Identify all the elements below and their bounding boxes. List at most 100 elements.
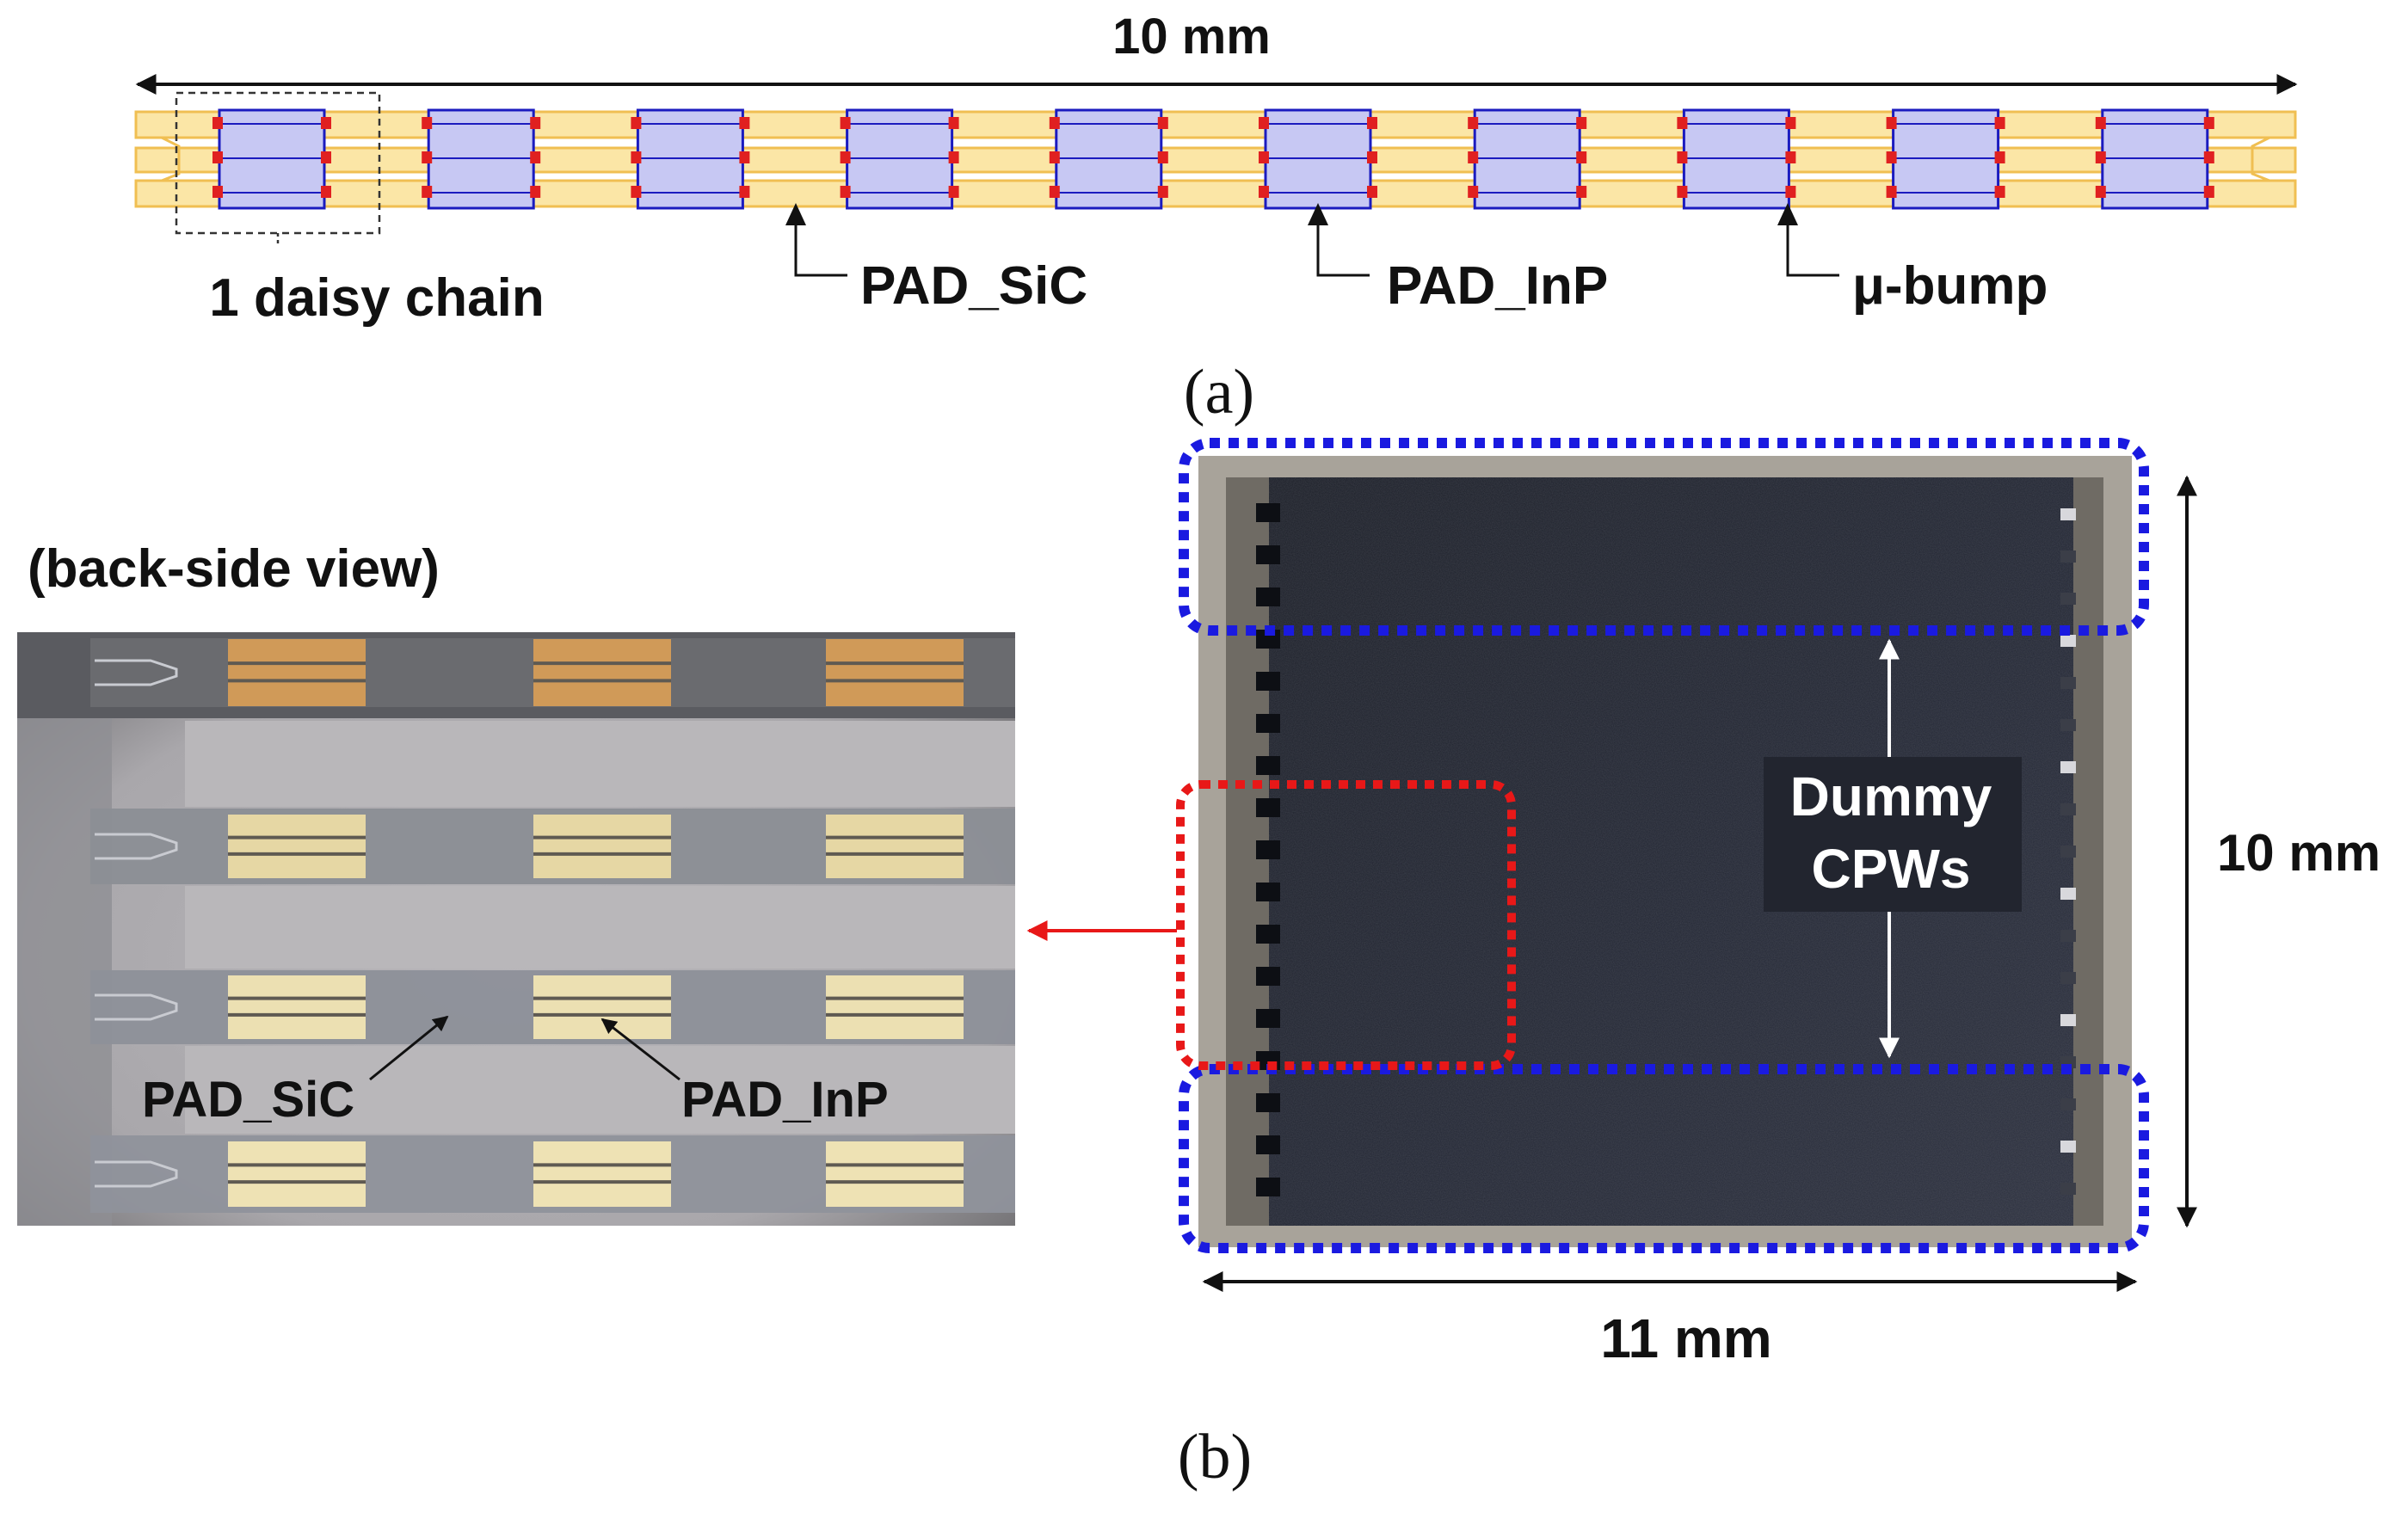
- back-side-view-label: (back-side view): [28, 539, 440, 599]
- photo-pad: [533, 975, 671, 1039]
- dummy-label-line1: Dummy: [1790, 766, 1992, 827]
- micro-bump: [1886, 117, 1897, 129]
- chip-right-edge-pad: [2060, 719, 2076, 731]
- micro-bump: [2203, 117, 2214, 129]
- panel-b-backside-photo: (back-side view) PAD_SiC PAD_InP: [17, 539, 1177, 1226]
- daisy-chain-strip: [134, 108, 2297, 210]
- daisy-chain-label: 1 daisy chain: [209, 268, 544, 328]
- micro-bump: [1576, 117, 1587, 129]
- micro-bump: [1677, 117, 1688, 129]
- chip-left-edge-pad: [1256, 545, 1280, 564]
- chip-right-edge-pad: [2060, 761, 2076, 773]
- dummy-label-line2: CPWs: [1812, 838, 1971, 900]
- photo-light-band: [185, 886, 1015, 969]
- micro-bump: [530, 186, 541, 198]
- width-label: 10 mm: [1112, 9, 1271, 65]
- micro-bump: [631, 186, 642, 198]
- chip-right-edge-pad: [2060, 1183, 2076, 1195]
- micro-bump: [1886, 151, 1897, 163]
- micro-bump: [1157, 151, 1168, 163]
- micro-bump: [1576, 186, 1587, 198]
- photo-feed-taper: [95, 1160, 178, 1188]
- micro-bump: [840, 151, 851, 163]
- micro-bump: [1576, 151, 1587, 163]
- micro-bump: [1367, 117, 1377, 129]
- chip-left-edge-pad: [1256, 840, 1280, 859]
- dummy-cpw-highlight-bottom: [1179, 1064, 2149, 1253]
- caption-b: (b): [1178, 1422, 1252, 1492]
- micro-bump: [1157, 186, 1168, 198]
- photo-pad-sic-label: PAD_SiC: [142, 1072, 354, 1128]
- micro-bump: [212, 117, 223, 129]
- chip-right-edge-pad: [2060, 508, 2076, 520]
- micro-bump: [1468, 117, 1479, 129]
- micro-bump: [2203, 186, 2214, 198]
- micro-bump: [1677, 186, 1688, 198]
- micro-bump: [321, 151, 331, 163]
- chip-left-edge-pad: [1256, 587, 1280, 606]
- chip-left-edge-pad: [1256, 1093, 1280, 1112]
- chip-right-edge-pad: [2060, 1014, 2076, 1026]
- micro-bump: [422, 117, 433, 129]
- photo-light-band: [185, 721, 1015, 807]
- chip-left-edge-pad: [1256, 672, 1280, 691]
- chip-left-edge-pad: [1256, 756, 1280, 775]
- trace-left-taper: [136, 136, 181, 182]
- photo-pad: [228, 815, 366, 878]
- micro-bump: [840, 117, 851, 129]
- daisy-chain-bracket: [175, 91, 381, 235]
- micro-bump: [2095, 117, 2106, 129]
- micro-bump: [739, 186, 750, 198]
- chip-right-edge-pad: [2060, 846, 2076, 858]
- chip-left-edge-pad: [1256, 1135, 1280, 1154]
- height-label: 10 mm: [2217, 824, 2380, 882]
- chip-right-edge-pad: [2060, 1141, 2076, 1153]
- chip-right-edge-pad: [2060, 1098, 2076, 1110]
- micro-bump: [212, 186, 223, 198]
- chip-right-edge-pad: [2060, 677, 2076, 689]
- photo-pad: [533, 639, 671, 706]
- photo-pad-inp-arrow: [600, 1018, 681, 1081]
- micro-bump: [1785, 151, 1796, 163]
- micro-bump: [1994, 151, 2005, 163]
- micro-bump: [422, 186, 433, 198]
- photo-pad: [826, 815, 964, 878]
- bump-leader: [1786, 215, 1839, 277]
- micro-bump: [1259, 151, 1269, 163]
- micro-bump: [1994, 117, 2005, 129]
- micro-bump: [840, 186, 851, 198]
- micro-bump: [631, 117, 642, 129]
- photo-pad: [826, 975, 964, 1039]
- micro-bump: [948, 186, 959, 198]
- chip-right-edge-pad: [2060, 888, 2076, 900]
- chip-right-edge-pad: [2060, 972, 2076, 984]
- photo-pad-rows: [90, 638, 1015, 1213]
- micro-bump: [1049, 151, 1060, 163]
- chip-left-edge-pad: [1256, 967, 1280, 986]
- micro-bump: [631, 151, 642, 163]
- micro-bump: [1886, 186, 1897, 198]
- pad-inp-label: PAD_InP: [1387, 256, 1608, 316]
- photo-feed-taper: [95, 659, 178, 686]
- micro-bump: [1468, 151, 1479, 163]
- bump-label: μ-bump: [1852, 256, 2048, 316]
- chip-left-edge-pad: [1256, 883, 1280, 901]
- photo-pad: [826, 639, 964, 706]
- micro-bump: [422, 151, 433, 163]
- panel-b-chip: Dummy CPWs 10 mm 11 mm (b): [1176, 438, 2380, 1492]
- photo-pad-inp-label: PAD_InP: [681, 1072, 889, 1128]
- photo-pad: [228, 975, 366, 1039]
- photo-pad: [826, 1141, 964, 1207]
- micro-bump: [739, 117, 750, 129]
- photo-light-band: [185, 1046, 1015, 1134]
- micro-bump: [948, 151, 959, 163]
- micro-bump: [321, 117, 331, 129]
- chip-edge-pads: [1256, 503, 2076, 1196]
- chip-right-edge-pad: [2060, 803, 2076, 815]
- photo-pad: [228, 1141, 366, 1207]
- micro-bump: [1367, 151, 1377, 163]
- micro-bump: [2095, 151, 2106, 163]
- micro-bump: [1049, 117, 1060, 129]
